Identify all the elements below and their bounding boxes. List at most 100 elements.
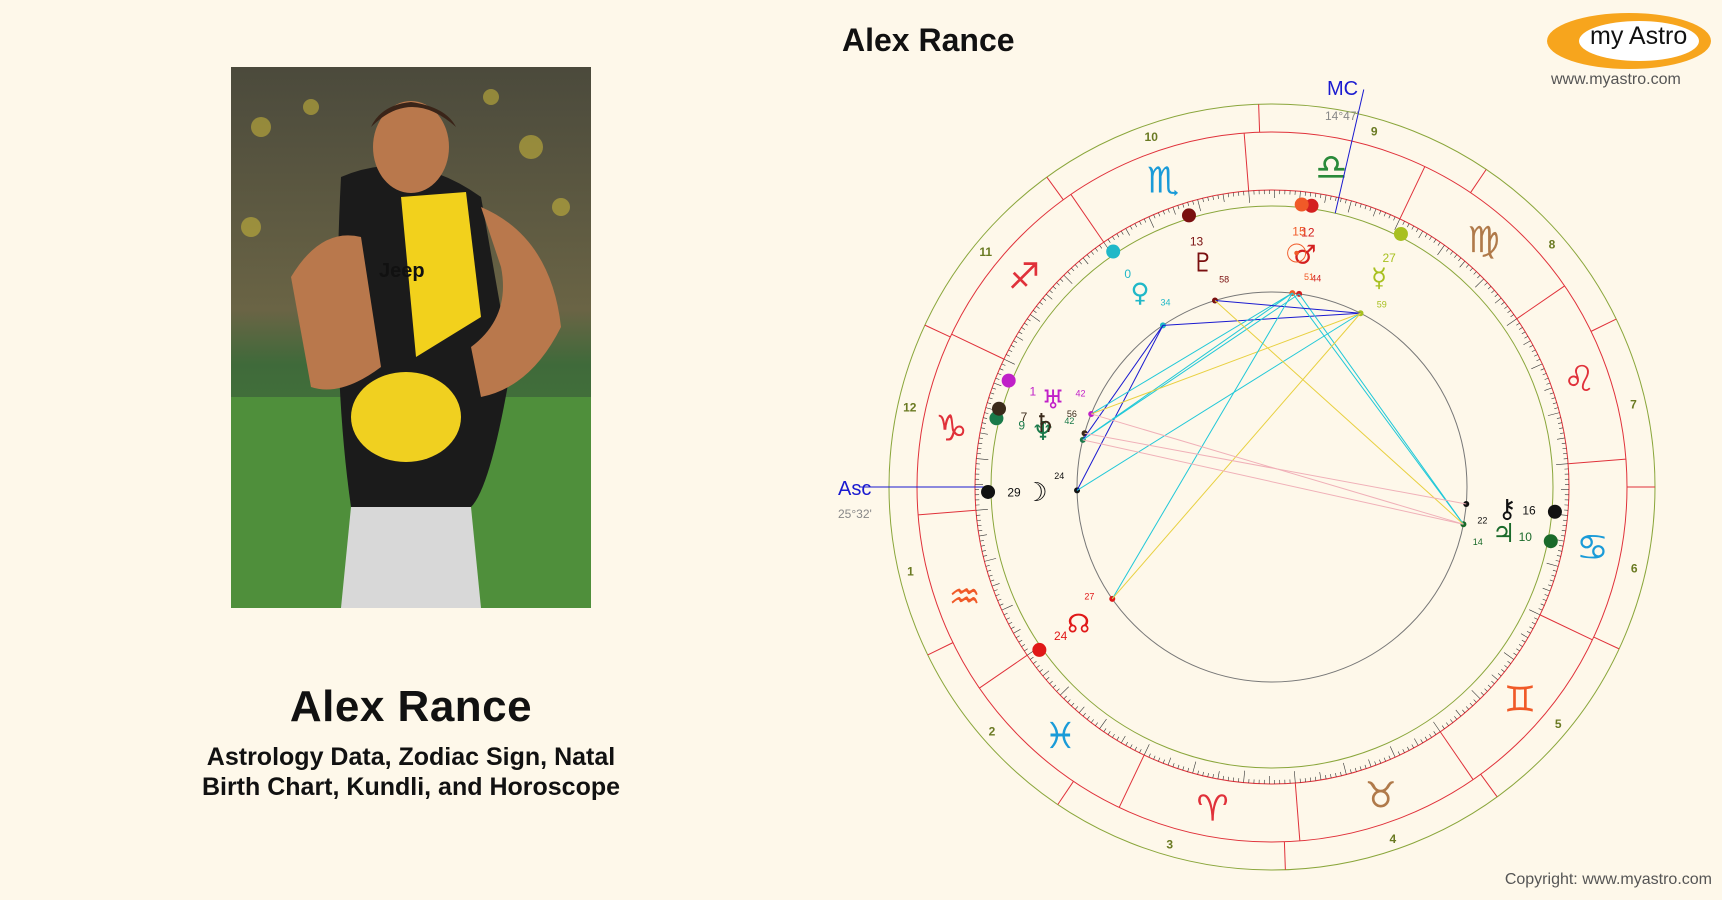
house-number: 11 [979,245,992,259]
aspect-line [1291,292,1464,525]
sign-divider [1294,783,1301,841]
aspect-line [1076,325,1164,491]
house-cusp [1283,841,1286,870]
sign-taurus-icon: ♉︎ [1365,775,1397,816]
degree-tick [1556,463,1569,465]
house-number: 2 [989,724,996,738]
degree-tick [1052,286,1057,290]
degree-tick [1383,757,1386,762]
planet-chiron-dot [1547,504,1562,519]
degree-tick [999,603,1004,606]
degree-tick [1524,336,1529,339]
aspect-line [1090,292,1293,415]
degree-tick [1354,202,1357,207]
degree-tick [1039,301,1043,305]
degree-tick [1052,684,1057,688]
person-name: Alex Rance [289,682,533,731]
aspect-line [1111,312,1361,600]
degree-tick [1542,373,1547,376]
degree-tick [1368,759,1372,768]
degree-tick [1010,626,1015,629]
degree-tick [987,569,992,572]
degree-tick [1407,746,1410,751]
degree-tick [1454,254,1458,258]
copyright: Copyright: www.myastro.com [1504,871,1712,888]
sign-divider [1439,731,1474,780]
planet-uranus-degree: 1 [1029,384,1036,398]
degree-tick [1107,731,1111,735]
degree-tick [1475,278,1485,288]
degree-tick [1531,363,1543,370]
degree-tick [1561,530,1566,532]
subtitle-line-1: Astrology Data, Zodiac Sign, Natal [206,743,616,771]
degree-tick [1416,228,1419,233]
planet-chiron-icon: ⚷ [1498,495,1517,525]
degree-tick [981,422,987,424]
degree-tick [1446,722,1449,726]
planet-saturn-dot [992,401,1007,416]
degree-tick [1139,221,1142,225]
degree-tick [1538,608,1543,611]
degree-tick [1465,706,1470,710]
degree-tick [1536,358,1541,362]
degree-tick [1116,233,1120,238]
sign-divider [918,509,976,516]
degree-tick [1021,644,1026,647]
degree-tick [993,382,1002,387]
degree-tick [1397,751,1401,756]
degree-tick [987,402,992,405]
degree-tick [1167,757,1172,766]
degree-tick [1429,733,1432,738]
degree-tick [1324,194,1327,203]
degree-tick [1010,345,1015,348]
sign-sagittarius-icon: ♐︎ [1008,256,1040,297]
planet-node-degree: 24 [1054,629,1068,643]
degree-tick [1125,228,1130,236]
planet-uranus-minute: 42 [1076,389,1086,399]
planet-neptune-icon: ♆ [1031,417,1054,447]
degree-tick [1167,208,1170,213]
degree-tick [1516,648,1520,652]
degree-tick [1330,774,1332,779]
degree-tick [977,524,982,527]
degree-tick [1008,349,1013,352]
degree-tick [981,550,987,552]
degree-tick [1484,282,1488,286]
degree-ring [990,205,1554,769]
degree-tick [1529,345,1534,348]
planet-moon-dot [981,484,996,499]
degree-tick [1491,680,1495,685]
planet-mars-degree: 12 [1301,226,1315,240]
degree-tick [1487,286,1492,290]
degree-tick [1507,661,1511,664]
degree-tick [1042,670,1050,677]
brand-logo[interactable] [1544,10,1714,72]
degree-tick [1458,257,1462,262]
degree-tick [1033,310,1037,313]
degree-tick [1248,190,1250,203]
degree-tick [1394,218,1401,230]
house-cusp [924,324,951,338]
degree-tick [979,437,984,439]
degree-tick [1335,196,1337,202]
degree-tick [988,574,993,577]
degree-tick [1506,318,1517,326]
house-cusp [1057,781,1074,805]
degree-tick [1546,382,1551,385]
degree-tick [1469,702,1473,707]
house-cusp [927,642,954,656]
degree-tick [980,427,985,429]
logo-text[interactable]: my Astro [1590,22,1688,50]
degree-tick [1056,688,1060,692]
planet-node-minute: 27 [1084,592,1094,602]
degree-tick [1125,741,1128,746]
degree-tick [1546,562,1559,567]
degree-tick [1177,764,1180,769]
degree-tick [983,555,988,557]
degree-tick [991,387,996,390]
degree-tick [1343,762,1347,775]
aspect-line [1084,432,1467,505]
house-number: 4 [1389,832,1396,846]
brand-url[interactable]: www.myastro.com [1551,71,1681,88]
planet-venus-minute: 34 [1160,298,1170,308]
